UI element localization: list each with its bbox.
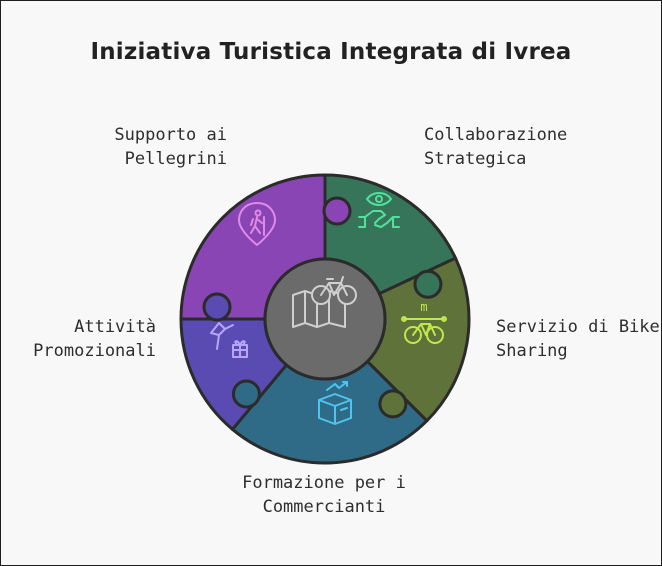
label-line: Sharing [496,341,568,361]
diagram-title: Iniziativa Turistica Integrata di Ivrea [90,39,572,65]
label-line: Servizio di Bike [496,317,660,337]
puzzle-tab [322,196,352,226]
bicycle-meter-icon: m [401,300,447,344]
label-collaborazione-strategica: Collaborazione Strategica [424,123,567,171]
box-growth-chart-icon [318,381,352,425]
label-line: Commercianti [262,497,386,517]
label-line: Formazione per i [242,473,406,493]
puzzle-tab [413,269,443,299]
label-line: Collaborazione [424,125,568,145]
label-line: Pellegrini [124,149,227,169]
hiker-location-pin-icon [238,202,276,246]
puzzle-tab [202,292,232,322]
label-line: Promozionali [33,341,156,361]
megaphone-gift-icon [210,322,248,358]
label-bike-sharing: Servizio di Bike Sharing [496,315,660,363]
label-line: Attività [74,317,156,337]
puzzle-tab [231,379,261,409]
label-line: Strategica [424,149,527,169]
label-supporto-pellegrini: Supporto ai Pellegrini [114,123,227,171]
center-hub [263,257,387,381]
eye-handshake-icon [358,192,400,228]
svg-text:m: m [420,300,427,314]
label-attivita-promozionali: Attività Promozionali [33,315,156,363]
label-formazione-commercianti: Formazione per i Commercianti [1,471,647,519]
icons-layer: m [210,192,447,425]
puzzle-tab [378,389,408,419]
label-line: Supporto ai [114,125,227,145]
bicycle-map-icon [292,276,357,328]
